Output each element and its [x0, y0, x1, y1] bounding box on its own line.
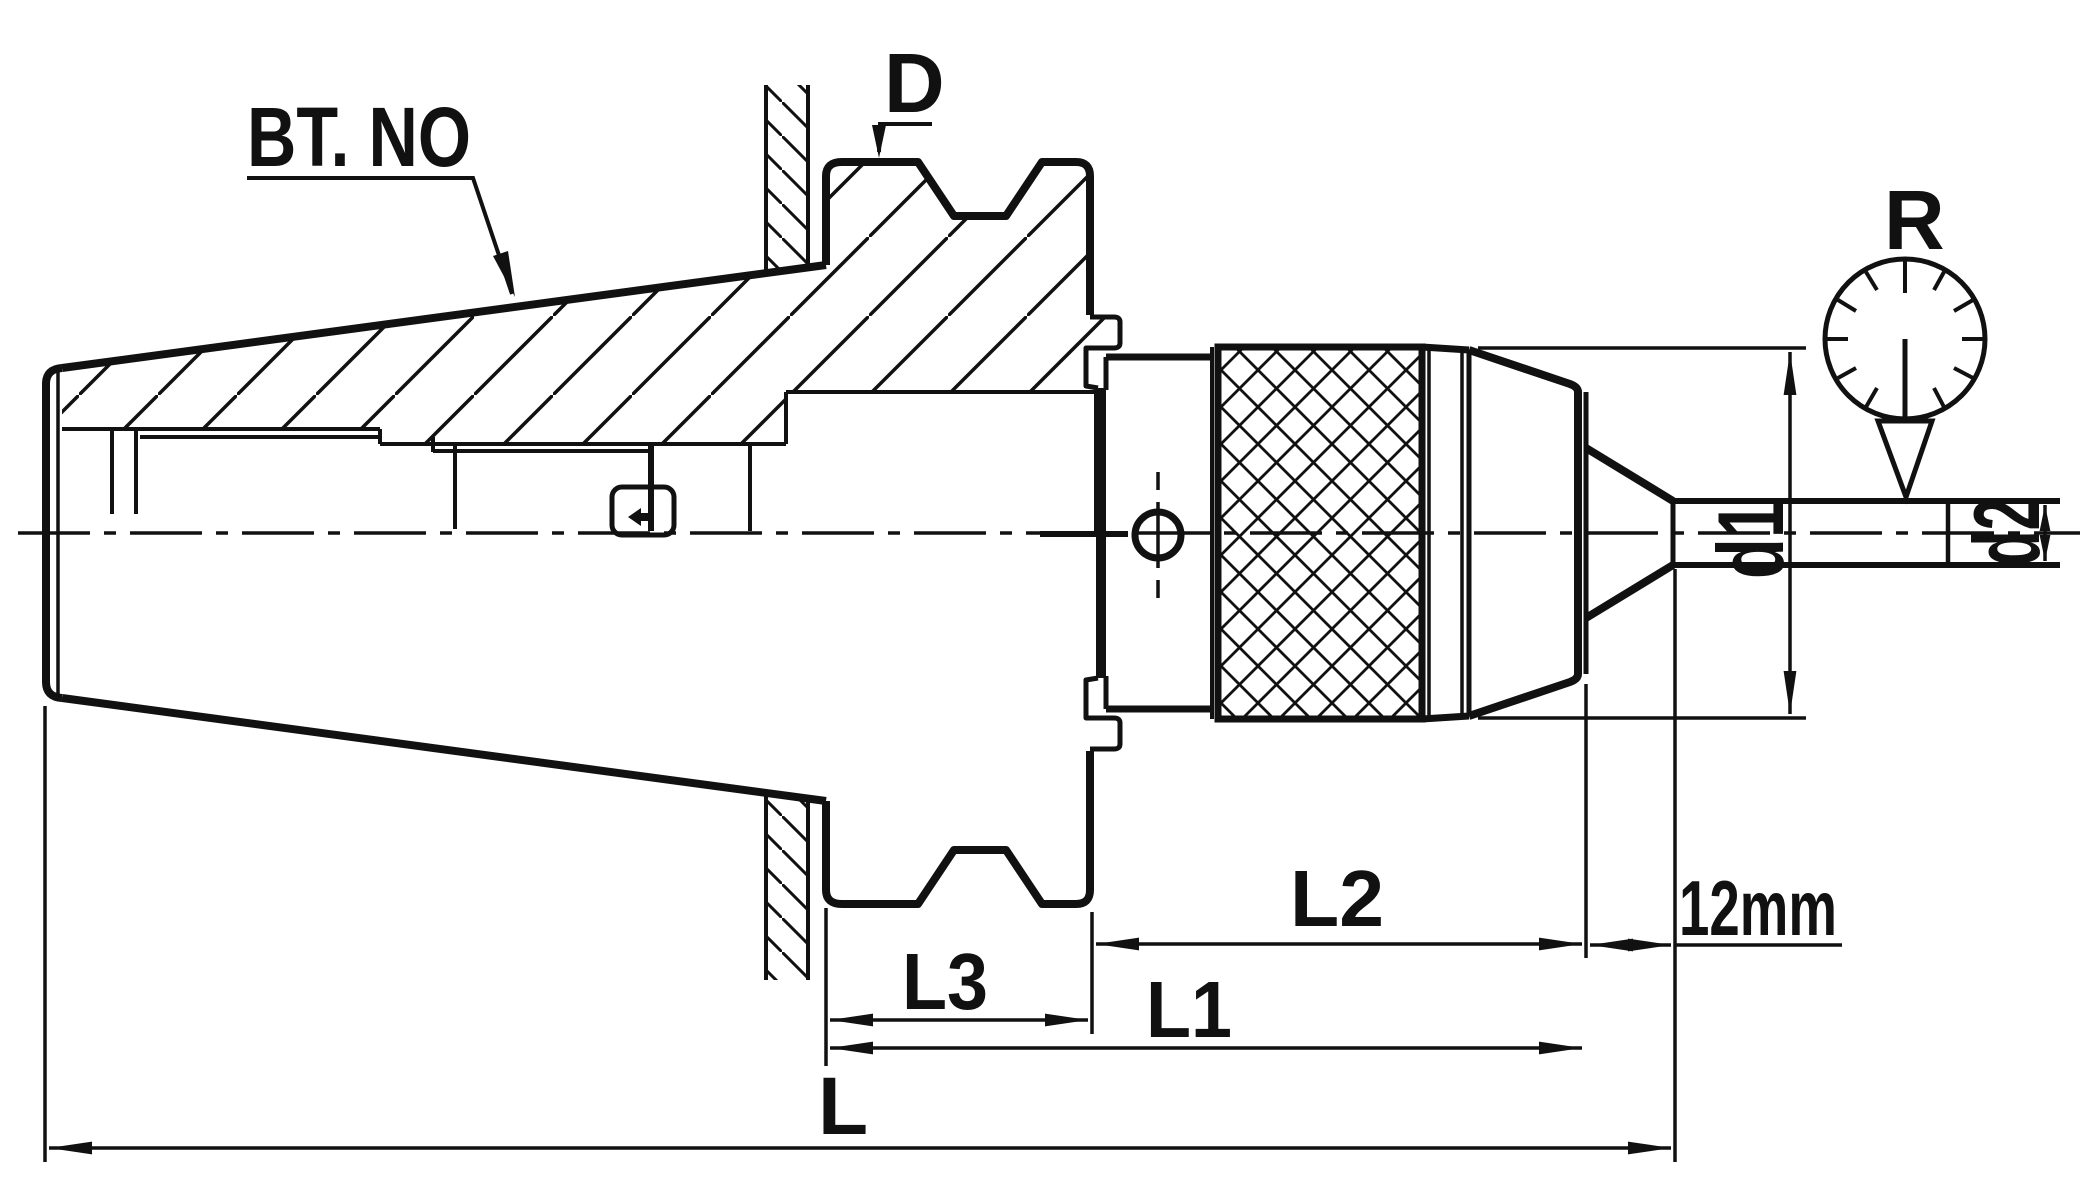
leader-D-arrowhead — [872, 125, 886, 158]
front-cone — [1467, 346, 1582, 720]
machine-spindle-wall-section — [764, 85, 810, 980]
shank-back-face — [42, 364, 63, 702]
spindle-wall-hatch-top — [766, 85, 808, 272]
flange-bottom-ear-step — [1083, 675, 1123, 752]
dial-ticks — [1827, 261, 1983, 409]
test-bar — [1670, 498, 2060, 568]
label-overall-length: L — [818, 1061, 868, 1152]
drawbar-knob-detail — [609, 484, 677, 538]
chuck-backplate — [1040, 347, 1214, 719]
extension-lines — [43, 346, 1806, 1162]
knob-mark — [628, 508, 653, 526]
taper-bottom-edge — [61, 694, 827, 805]
label-gauge-length: L1 — [1146, 965, 1232, 1054]
label-runout: R — [1884, 173, 1945, 267]
flange-bottom-profile — [822, 751, 1094, 908]
label-test-bar-diameter: d2 — [1954, 498, 2059, 566]
taper-top-edge — [61, 261, 827, 372]
flange-top-profile — [822, 158, 1094, 315]
internal-bore-lines — [62, 390, 1098, 531]
leader-bt-no-arrowhead — [493, 251, 515, 297]
labels: BT. NO D R L3 L1 L2 L 12mm d1 d2 — [247, 36, 2059, 1152]
v-flange — [822, 158, 1123, 908]
dial-probe — [1874, 418, 1936, 505]
dimensions — [43, 122, 2051, 1162]
flange-top-ear-step — [1083, 314, 1123, 391]
knurl-band — [1214, 343, 1426, 723]
label-flange-diameter: D — [884, 36, 945, 130]
label-flange-width: L3 — [902, 937, 988, 1026]
bt-taper-shank — [42, 261, 1098, 805]
dial-indicator-icon — [1822, 256, 1988, 505]
label-chuck-body-diameter: d1 — [1698, 501, 1803, 579]
spindle-wall-hatch-bottom — [766, 794, 808, 980]
chuck-front-body — [1421, 343, 1676, 723]
knurled-sleeve — [1214, 343, 1426, 723]
label-chuck-length: L2 — [1290, 854, 1384, 943]
label-runout-distance: 12mm — [1679, 864, 1837, 952]
leader-bt-no — [247, 176, 514, 295]
holder-section-hatch — [62, 162, 1120, 444]
label-shank-standard: BT. NO — [247, 90, 471, 184]
test-bar-edges — [1673, 498, 2060, 568]
nose-cone — [1583, 444, 1676, 622]
crosshair-position-icon — [1131, 472, 1185, 598]
